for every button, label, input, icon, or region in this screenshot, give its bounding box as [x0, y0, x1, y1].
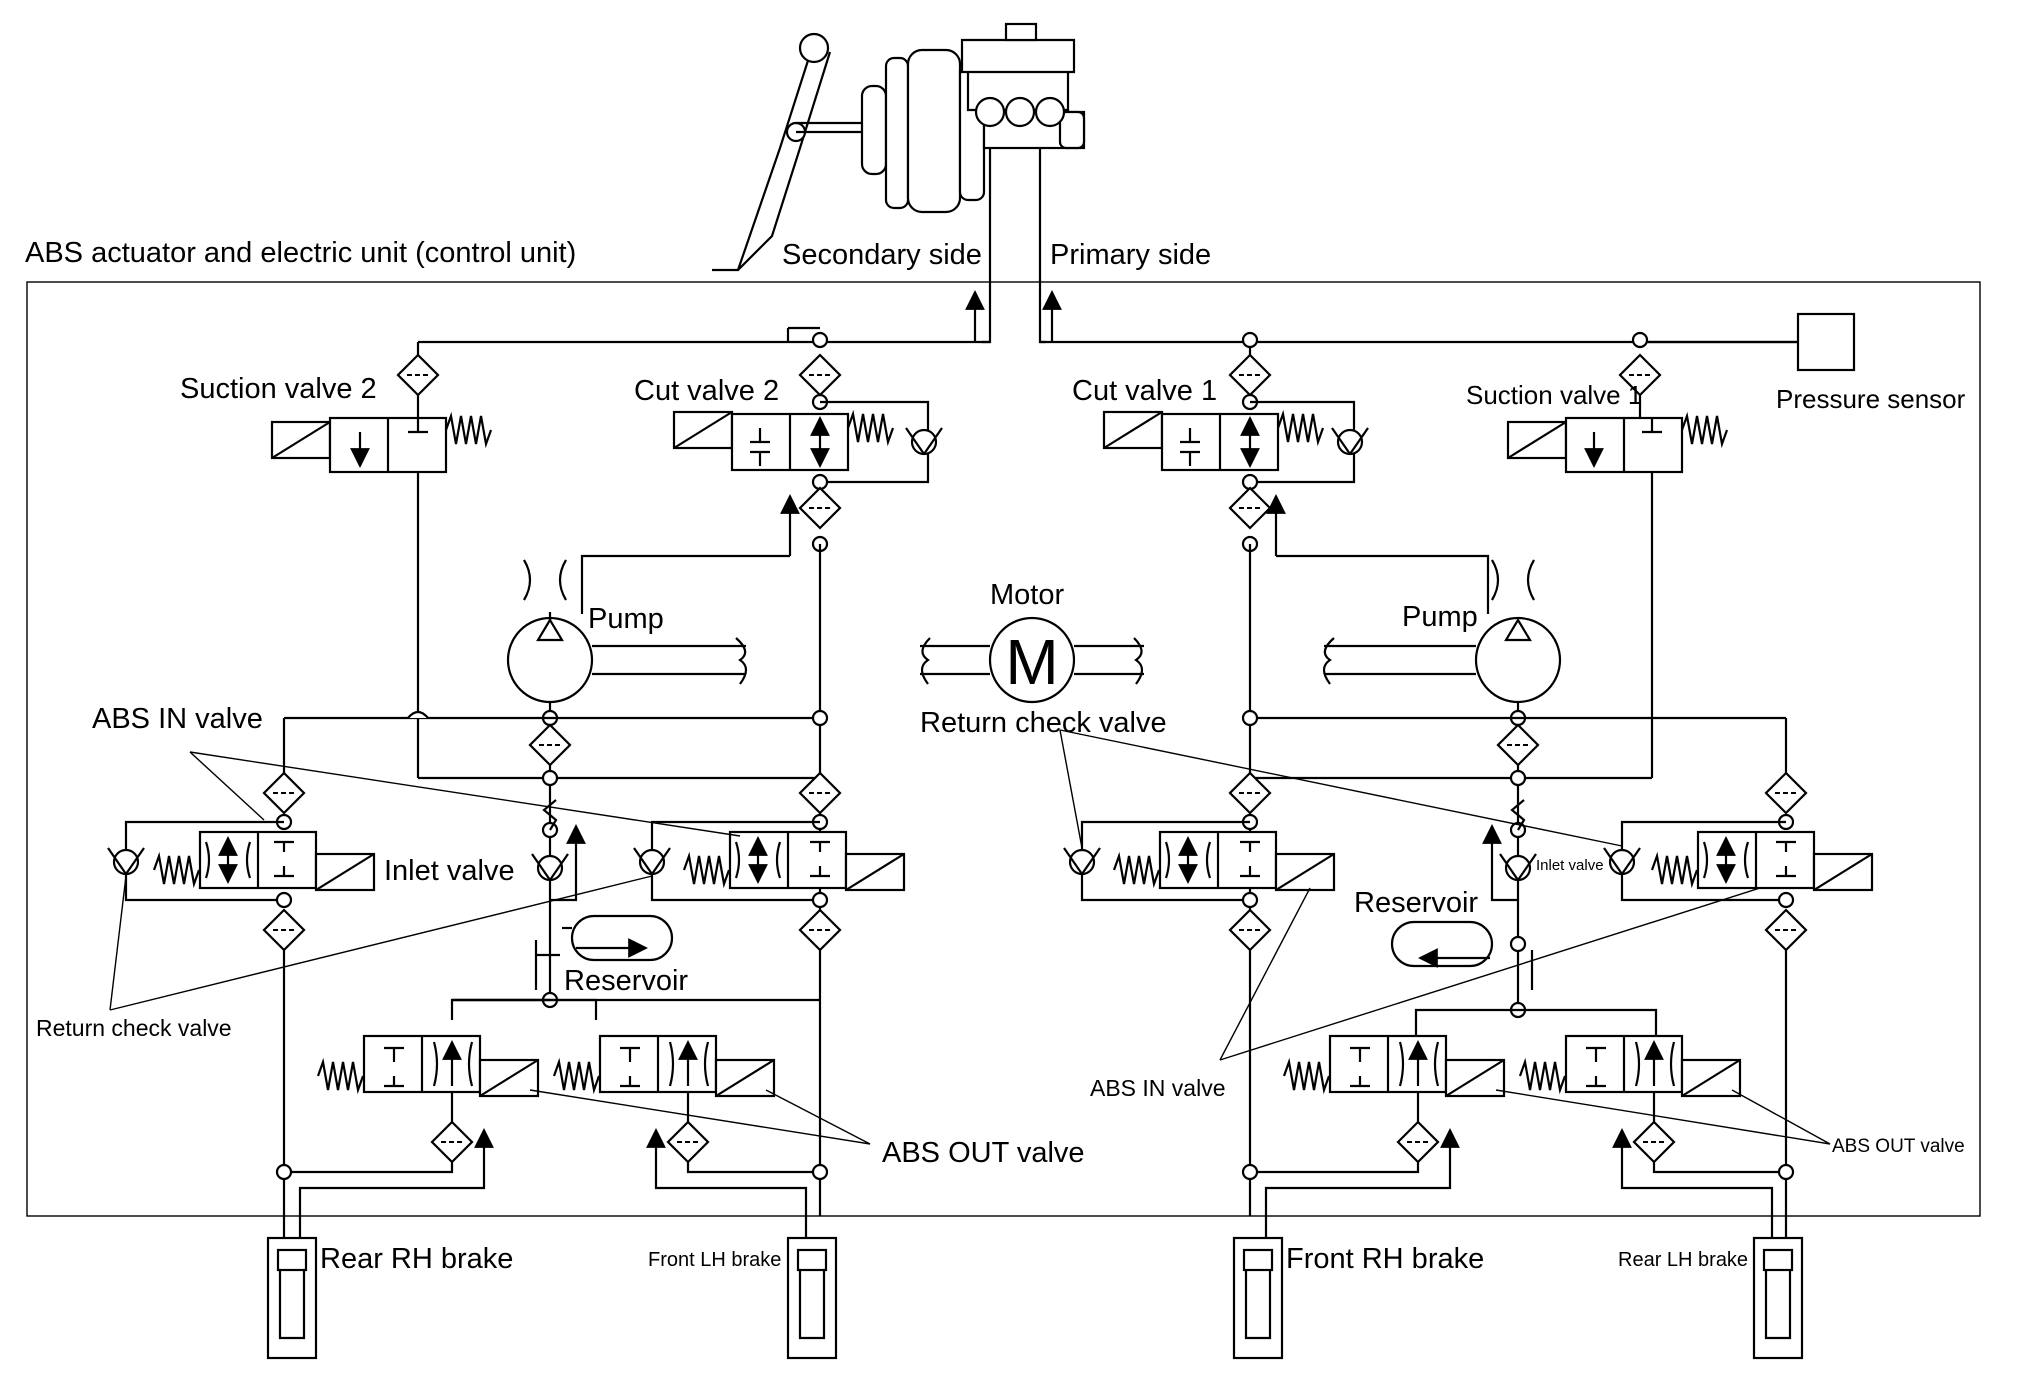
front-rh-brake-label: Front RH brake [1286, 1243, 1484, 1275]
inlet-valve-left-label: Inlet valve [384, 855, 515, 887]
secondary-side-label: Secondary side [782, 239, 982, 271]
right-circuit [1062, 331, 1874, 1240]
cut-valve-2-label: Cut valve 2 [634, 375, 779, 407]
abs-out-valve-right-label: ABS OUT valve [1832, 1136, 1965, 1157]
pump-left-label: Pump [588, 603, 664, 635]
rear-rh-brake-label: Rear RH brake [320, 1243, 513, 1275]
pump-right-label: Pump [1402, 601, 1478, 633]
brake-rear-lh [1752, 1236, 1804, 1360]
suction-valve-2-label: Suction valve 2 [180, 373, 377, 405]
inlet-valve-right-label: Inlet valve [1536, 857, 1604, 874]
front-lh-brake-label: Front LH brake [648, 1249, 781, 1271]
abs-in-valve-right-label: ABS IN valve [1090, 1075, 1226, 1101]
return-check-valve-top-label: Return check valve [920, 707, 1167, 739]
brake-rear-rh [266, 1236, 318, 1360]
cut-valve-1-label: Cut valve 1 [1072, 375, 1217, 407]
motor-symbol [920, 616, 1144, 704]
unit-boundary [26, 281, 1981, 1217]
rear-lh-brake-label: Rear LH brake [1618, 1249, 1748, 1271]
motor-symbol-text: M [1005, 626, 1058, 698]
abs-in-valve-left-label: ABS IN valve [92, 703, 263, 735]
suction-valve-1-label: Suction valve 1 [1466, 380, 1642, 410]
unit-title: ABS actuator and electric unit (control … [25, 237, 576, 269]
abs-out-valve-left-label: ABS OUT valve [882, 1137, 1085, 1169]
master-cylinder-assembly [712, 22, 1086, 344]
return-check-valve-bottom-label: Return check valve [36, 1015, 232, 1041]
motor-label: Motor [990, 579, 1064, 611]
reservoir-left-label: Reservoir [564, 965, 688, 997]
leader-lines [109, 729, 1831, 1145]
pressure-sensor-label: Pressure sensor [1776, 384, 1966, 414]
left-circuit [106, 326, 944, 1240]
primary-side-label: Primary side [1050, 239, 1211, 271]
reservoir-right-label: Reservoir [1354, 887, 1478, 919]
brake-front-rh [1232, 1236, 1284, 1360]
top-rails [418, 290, 1856, 372]
brake-front-lh [786, 1236, 838, 1360]
